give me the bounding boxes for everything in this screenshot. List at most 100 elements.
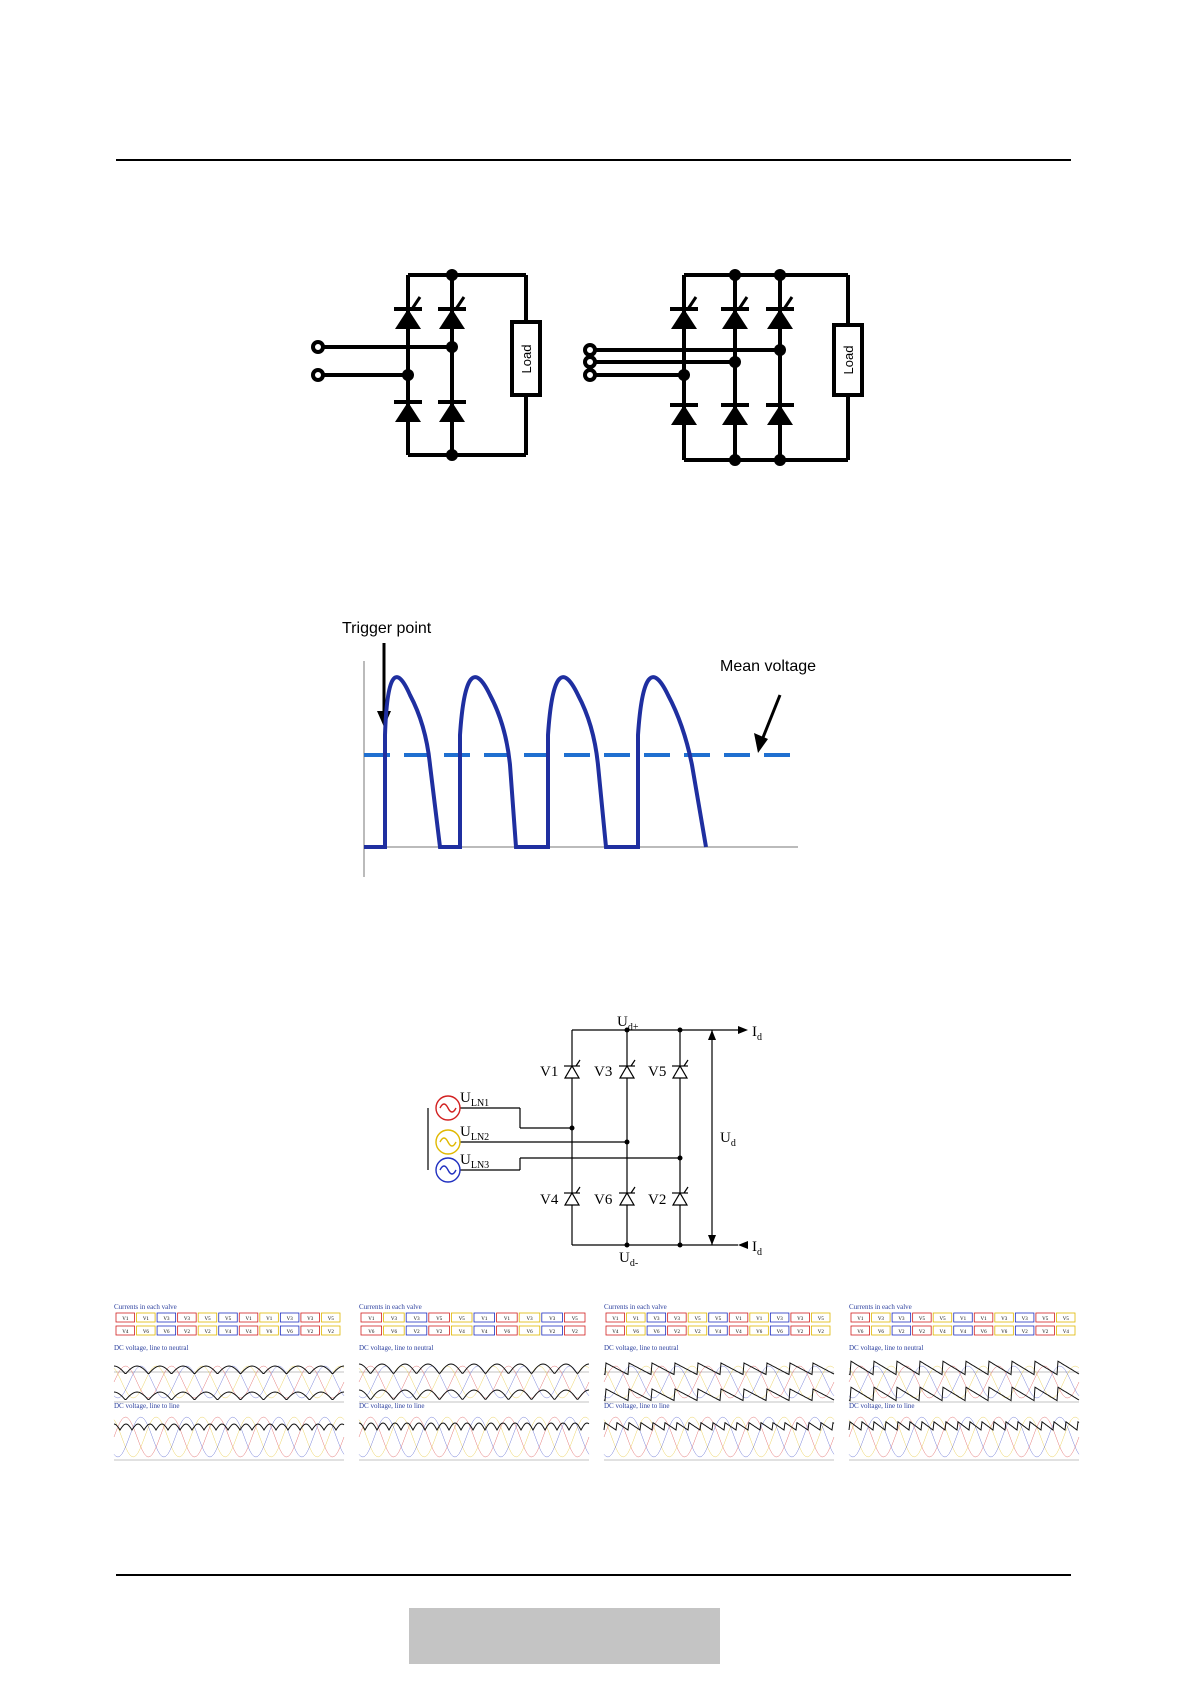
- valve-current-label: V5: [919, 1317, 926, 1322]
- valve-current-label: V2: [1042, 1330, 1049, 1335]
- uln2-label: ULN2: [460, 1124, 489, 1143]
- valve-current-label: V5: [572, 1317, 579, 1322]
- dc-voltage-trace: [603, 1362, 835, 1376]
- ln-voltage-title: DC voltage, line to neutral: [359, 1344, 434, 1352]
- valve-current-label: V3: [653, 1317, 660, 1322]
- valve-current-block: [1056, 1325, 1076, 1336]
- valve-current-block: [321, 1325, 341, 1336]
- valve-current-label: V5: [436, 1317, 443, 1322]
- valve-current-block: [496, 1325, 518, 1336]
- valve-current-label: V1: [981, 1317, 988, 1322]
- valve-current-label: V2: [1022, 1330, 1029, 1335]
- ud-minus-label: Ud-: [619, 1250, 638, 1269]
- valve-current-block: [687, 1325, 708, 1336]
- valve-current-label: V4: [939, 1330, 946, 1335]
- valve-current-label: V1: [633, 1317, 640, 1322]
- currents-title: Currents in each valve: [114, 1303, 177, 1311]
- valve-current-label: V4: [736, 1330, 743, 1335]
- valve-current-block: [197, 1325, 218, 1336]
- valve-current-label: V5: [715, 1317, 722, 1322]
- valve-current-block: [708, 1325, 728, 1336]
- valve-current-label: V6: [143, 1330, 150, 1335]
- valve-label-v3: V3: [594, 1064, 612, 1080]
- valve-current-label: V1: [143, 1317, 150, 1322]
- valve-current-label: V2: [414, 1330, 421, 1335]
- valve-current-label: V6: [756, 1330, 763, 1335]
- valve-current-label: V5: [1063, 1317, 1070, 1322]
- valve-current-label: V6: [266, 1330, 273, 1335]
- id-top-label: Id: [752, 1024, 762, 1043]
- valve-current-label: V2: [204, 1330, 211, 1335]
- valve-label-v1: V1: [540, 1064, 558, 1080]
- valve-current-block: [626, 1325, 646, 1336]
- dc-voltage-trace: [603, 1388, 835, 1402]
- valve-current-label: V6: [878, 1330, 885, 1335]
- valve-current-block: [115, 1312, 135, 1323]
- valve-current-block: [728, 1325, 749, 1336]
- ln-voltage-title: DC voltage, line to neutral: [114, 1344, 189, 1352]
- valve-current-block: [518, 1312, 541, 1323]
- valve-current-block: [300, 1325, 320, 1336]
- valve-current-block: [932, 1312, 953, 1323]
- valve-current-block: [383, 1325, 405, 1336]
- valve-current-label: V1: [960, 1317, 967, 1322]
- valve-current-block: [405, 1325, 428, 1336]
- valve-current-label: V6: [1001, 1330, 1008, 1335]
- valve-current-block: [238, 1312, 259, 1323]
- valve-current-label: V3: [287, 1317, 294, 1322]
- valve-current-label: V1: [246, 1317, 253, 1322]
- valve-current-label: V5: [1042, 1317, 1049, 1322]
- valve-current-block: [428, 1312, 450, 1323]
- valve-current-block: [973, 1312, 994, 1323]
- uln3-label: ULN3: [460, 1152, 489, 1171]
- valve-current-block: [279, 1325, 300, 1336]
- valve-current-label: V3: [163, 1317, 170, 1322]
- valve-current-block: [383, 1312, 405, 1323]
- valve-current-label: V3: [777, 1317, 784, 1322]
- valve-current-block: [912, 1325, 932, 1336]
- valve-current-block: [605, 1312, 625, 1323]
- valve-current-label: V6: [527, 1330, 534, 1335]
- valve-current-block: [667, 1312, 687, 1323]
- valve-current-block: [871, 1325, 891, 1336]
- rectified-voltage-wave: [364, 675, 708, 849]
- valve-current-block: [953, 1325, 973, 1336]
- valve-current-block: [1014, 1312, 1035, 1323]
- valve-current-block: [321, 1312, 341, 1323]
- valve-current-label: V4: [481, 1330, 488, 1335]
- valve-current-label: V2: [184, 1330, 191, 1335]
- ll-voltage-title: DC voltage, line to line: [114, 1402, 180, 1410]
- valve-current-label: V1: [857, 1317, 864, 1322]
- valve-current-block: [218, 1325, 238, 1336]
- thyristor-icon: [563, 1059, 689, 1206]
- valve-current-label: V4: [122, 1330, 129, 1335]
- valve-current-label: V5: [328, 1317, 335, 1322]
- valve-current-label: V2: [898, 1330, 905, 1335]
- valve-current-label: V4: [1063, 1330, 1070, 1335]
- valve-label-v2: V2: [648, 1192, 666, 1208]
- valve-current-block: [563, 1312, 586, 1323]
- valve-current-label: V3: [527, 1317, 534, 1322]
- valve-current-label: V1: [481, 1317, 488, 1322]
- valve-current-label: V4: [225, 1330, 232, 1335]
- valve-current-label: V2: [328, 1330, 335, 1335]
- valve-current-block: [218, 1312, 238, 1323]
- valve-current-label: V1: [756, 1317, 763, 1322]
- valve-current-label: V5: [939, 1317, 946, 1322]
- valve-current-block: [136, 1325, 156, 1336]
- rectified-waveform-figure: Trigger point Mean voltage: [342, 620, 816, 877]
- trigger-point-label: Trigger point: [342, 620, 432, 637]
- valve-current-label: V5: [818, 1317, 825, 1322]
- waveform-panel: Currents in each valve DC voltage, line t…: [113, 1303, 345, 1461]
- footer-rule: [116, 1574, 1071, 1576]
- valve-current-block: [1014, 1325, 1035, 1336]
- valve-current-label: V2: [549, 1330, 556, 1335]
- valve-current-block: [769, 1312, 790, 1323]
- valve-current-label: V2: [674, 1330, 681, 1335]
- load-label-three-phase: Load: [841, 346, 856, 375]
- valve-current-label: V3: [184, 1317, 191, 1322]
- valve-current-block: [115, 1325, 135, 1336]
- valve-current-block: [953, 1312, 973, 1323]
- valve-current-label: V6: [287, 1330, 294, 1335]
